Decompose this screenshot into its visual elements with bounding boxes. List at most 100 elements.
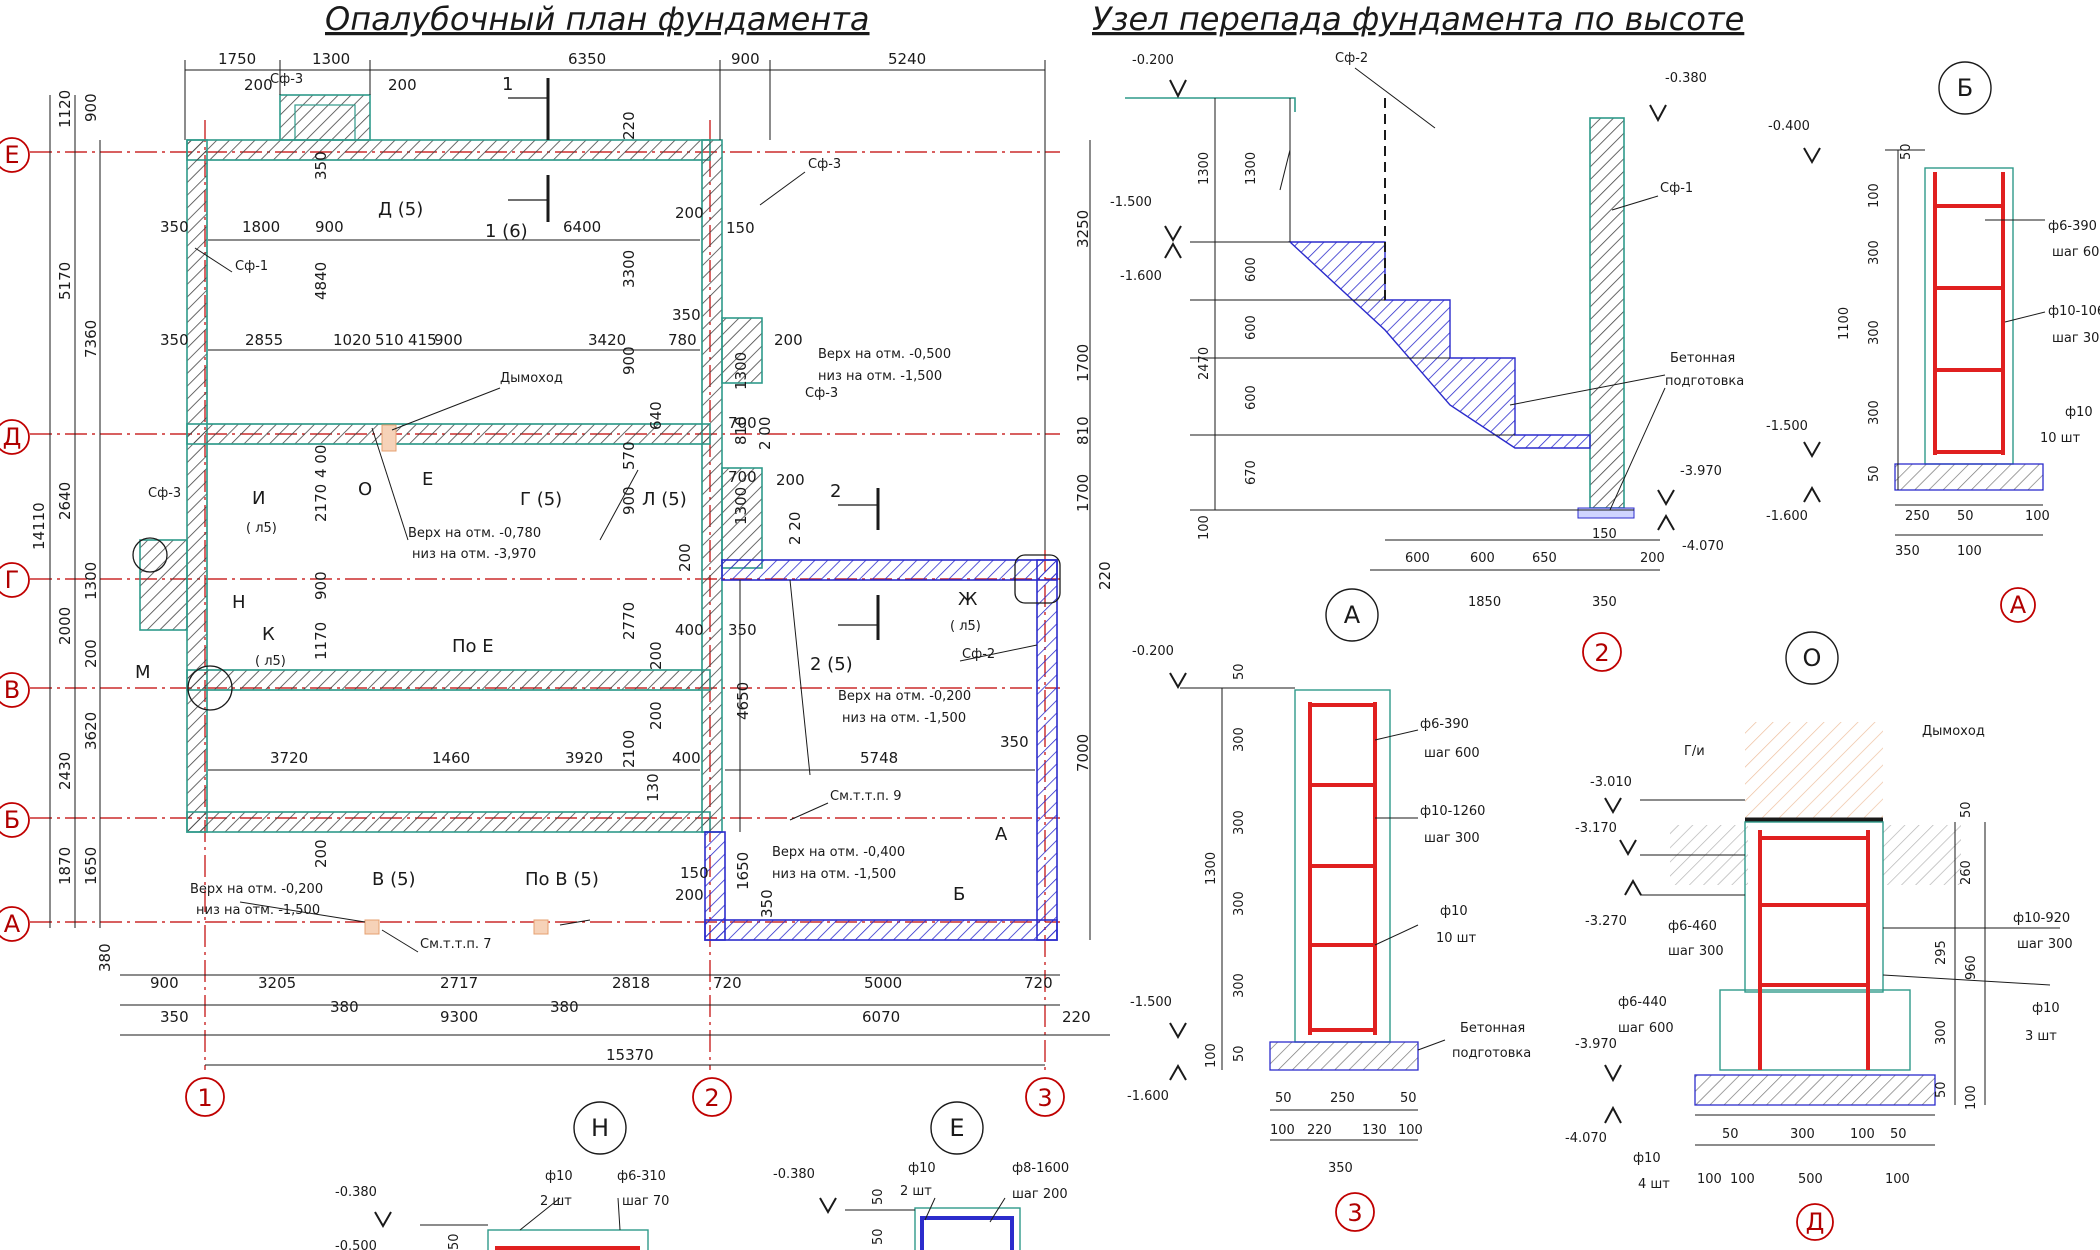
svg-text:50: 50 [1959, 801, 1974, 818]
svg-text:50: 50 [1899, 143, 1914, 160]
svg-text:1650: 1650 [734, 852, 752, 890]
svg-text:900: 900 [315, 218, 344, 236]
svg-text:5000: 5000 [864, 974, 902, 992]
plan-title: Опалубочный план фундамента [325, 0, 870, 38]
svg-text:220: 220 [1307, 1123, 1332, 1138]
svg-text:В (5): В (5) [372, 869, 416, 890]
svg-text:6350: 6350 [568, 50, 606, 68]
svg-text:ф6-310: ф6-310 [617, 1169, 666, 1184]
svg-text:1700: 1700 [1074, 474, 1092, 512]
svg-text:350: 350 [758, 889, 776, 918]
svg-text:-1.500: -1.500 [1110, 195, 1152, 210]
svg-text:200: 200 [676, 543, 694, 572]
svg-text:Верх на отм. -0,400: Верх на отм. -0,400 [772, 845, 905, 860]
svg-text:350: 350 [1895, 544, 1920, 559]
formwork-plan: Е Д Г В Б А 1 2 3 [0, 50, 1114, 1117]
svg-text:ф10: ф10 [908, 1161, 936, 1176]
svg-text:700: 700 [728, 468, 757, 486]
svg-text:100: 100 [1204, 1043, 1219, 1068]
svg-text:ф6-390: ф6-390 [2048, 219, 2097, 234]
axis-bubble-1: 1 [185, 1077, 225, 1117]
svg-text:200: 200 [675, 204, 704, 222]
svg-text:5748: 5748 [860, 749, 898, 767]
svg-text:300: 300 [1232, 891, 1247, 916]
svg-text:2 шт: 2 шт [540, 1194, 572, 1209]
svg-text:( л5): ( л5) [255, 654, 286, 669]
svg-text:ф10: ф10 [1440, 904, 1468, 919]
step-foundation-node: -0.200 -0.380 -1.500 -1.600 -3.970 -4.07… [1110, 51, 1744, 672]
svg-text:шаг 300: шаг 300 [2017, 937, 2073, 952]
svg-text:100: 100 [1697, 1172, 1722, 1187]
svg-text:1300: 1300 [732, 352, 750, 390]
axis-bubbles-rows: Е Д Г В Б А [0, 137, 30, 942]
svg-text:3: 3 [1037, 1084, 1052, 1112]
svg-text:О: О [1803, 644, 1822, 672]
svg-text:А: А [2010, 591, 2027, 619]
svg-text:1300: 1300 [82, 562, 100, 600]
svg-text:960: 960 [1964, 955, 1979, 980]
section-b-axis-a: А [2000, 587, 2036, 623]
svg-text:2430: 2430 [56, 752, 74, 790]
svg-text:-0.400: -0.400 [1768, 119, 1810, 134]
svg-text:-3.970: -3.970 [1575, 1037, 1617, 1052]
chimney-hatch [1745, 722, 1883, 822]
axis-bubbles-cols: 1 2 3 [185, 1077, 1065, 1117]
svg-text:По В (5): По В (5) [525, 869, 599, 890]
svg-text:Верх на отм. -0,500: Верх на отм. -0,500 [818, 347, 951, 362]
axis-bubble-b: Б [0, 802, 30, 838]
svg-text:А: А [995, 824, 1008, 845]
svg-text:50: 50 [1232, 1045, 1247, 1062]
svg-text:100: 100 [1885, 1172, 1910, 1187]
pier-marker-1 [364, 919, 380, 935]
svg-text:Л (5): Л (5) [642, 489, 687, 510]
svg-text:ф10: ф10 [2032, 1001, 2060, 1016]
svg-text:1020: 1020 [333, 331, 371, 349]
svg-text:1460: 1460 [432, 749, 470, 767]
svg-text:шаг 200: шаг 200 [1012, 1187, 1068, 1202]
svg-text:900: 900 [434, 331, 463, 349]
svg-text:350: 350 [728, 621, 757, 639]
svg-text:1120: 1120 [56, 90, 74, 128]
svg-text:640: 640 [647, 401, 665, 430]
axis-bubble-d: Д [0, 419, 30, 455]
step-hatch [1288, 241, 1591, 449]
svg-text:шаг 70: шаг 70 [622, 1194, 669, 1209]
svg-text:Сф-1: Сф-1 [235, 259, 268, 274]
svg-text:-0.200: -0.200 [1132, 644, 1174, 659]
svg-text:ф10: ф10 [545, 1169, 573, 1184]
svg-text:3300: 3300 [620, 250, 638, 288]
svg-text:100: 100 [1957, 544, 1982, 559]
svg-text:500: 500 [1798, 1172, 1823, 1187]
section-n-bubble: Н [573, 1101, 627, 1155]
axis-bubble-e: Е [0, 137, 30, 173]
svg-text:220: 220 [1096, 561, 1114, 590]
svg-text:2 шт: 2 шт [900, 1184, 932, 1199]
svg-text:3420: 3420 [588, 331, 626, 349]
svg-text:6070: 6070 [862, 1008, 900, 1026]
svg-text:1300: 1300 [732, 487, 750, 525]
section-a-rebar [1308, 702, 1377, 1035]
svg-text:600: 600 [1244, 257, 1259, 282]
svg-text:-0.380: -0.380 [1665, 71, 1707, 86]
node-title: Узел перепада фундамента по высоте [1092, 0, 1744, 38]
svg-text:шаг 300: шаг 300 [2052, 331, 2100, 346]
svg-text:Бетонная: Бетонная [1460, 1021, 1525, 1036]
svg-text:400: 400 [675, 621, 704, 639]
svg-text:200: 200 [774, 331, 803, 349]
svg-text:1170: 1170 [312, 622, 330, 660]
section-b-bubble: Б [1938, 61, 1992, 115]
svg-text:низ на отм. -3,970: низ на отм. -3,970 [412, 547, 536, 562]
svg-text:1850: 1850 [1468, 595, 1501, 610]
svg-text:Сф-1: Сф-1 [1660, 181, 1693, 196]
svg-text:-4.070: -4.070 [1565, 1131, 1607, 1146]
svg-text:200: 200 [647, 641, 665, 670]
svg-text:ф10-920: ф10-920 [2013, 911, 2070, 926]
svg-text:3205: 3205 [258, 974, 296, 992]
svg-text:2640: 2640 [56, 482, 74, 520]
svg-text:-3.170: -3.170 [1575, 821, 1617, 836]
svg-text:Дымоход: Дымоход [1922, 724, 1985, 739]
svg-text:130: 130 [644, 773, 662, 802]
svg-text:2818: 2818 [612, 974, 650, 992]
svg-text:15370: 15370 [606, 1046, 654, 1064]
svg-text:Е: Е [949, 1114, 964, 1142]
